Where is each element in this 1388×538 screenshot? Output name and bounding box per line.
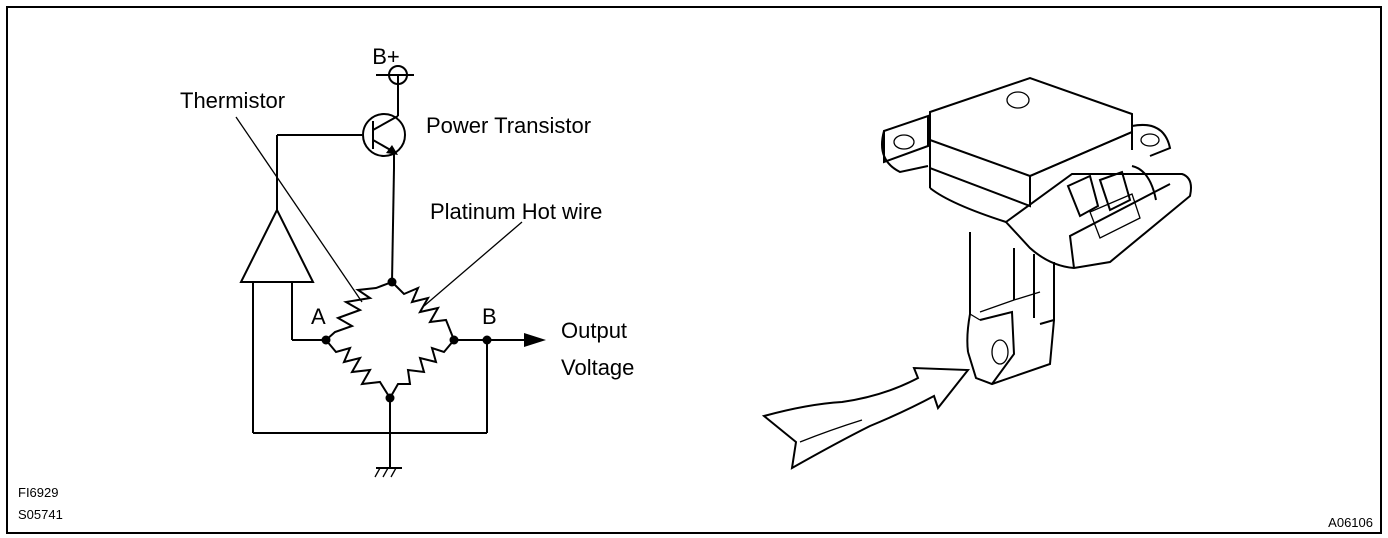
bridge-resistors — [325, 281, 455, 399]
node-top-dot — [387, 277, 397, 287]
mass-air-flow-sensor-illustration — [761, 76, 1192, 470]
thermistor-leader-line — [235, 116, 363, 303]
node-b-label: B — [482, 304, 497, 329]
hot-wire-label: Platinum Hot wire — [430, 199, 602, 224]
figure-code-left-1: FI6929 — [18, 485, 58, 500]
node-a-label: A — [311, 304, 326, 329]
diagram-frame — [6, 6, 1382, 534]
figure-code-left-2: S05741 — [18, 507, 63, 522]
supply-label: B+ — [372, 44, 400, 69]
circuit-diagram: B+ Thermistor Power Transistor Platinum … — [180, 44, 634, 478]
output-arrow — [454, 333, 546, 347]
node-a-dot — [321, 335, 331, 345]
figure-code-right: A06106 — [1328, 515, 1373, 530]
emitter-wire — [391, 167, 395, 283]
supply-terminal-symbol — [376, 65, 414, 106]
amplifier-symbol — [239, 207, 326, 433]
output-label-line2: Voltage — [561, 355, 634, 380]
power-transistor-symbol — [276, 106, 406, 210]
power-transistor-label: Power Transistor — [426, 113, 591, 138]
hot-wire-leader-line — [423, 221, 523, 307]
thermistor-label: Thermistor — [180, 88, 285, 113]
ground-symbol — [374, 398, 402, 478]
output-label-line1: Output — [561, 318, 627, 343]
feedback-wire — [253, 340, 488, 434]
